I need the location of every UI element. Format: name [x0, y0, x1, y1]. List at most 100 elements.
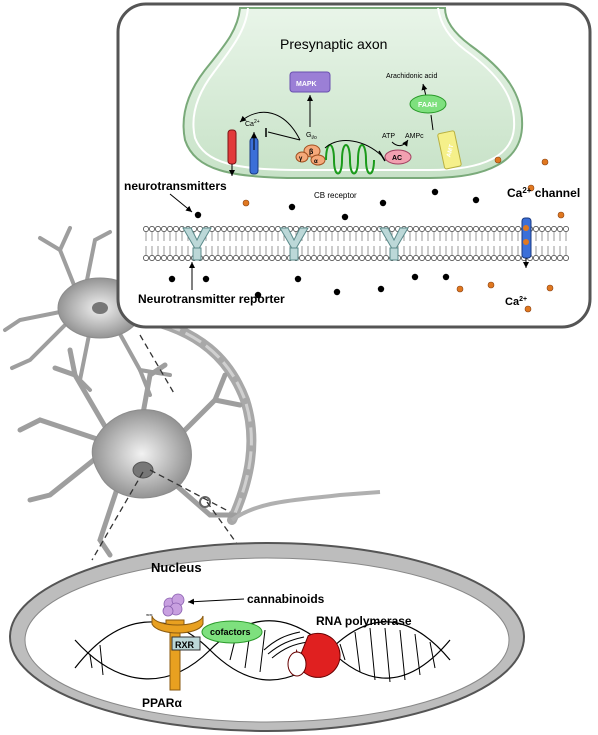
lipid-head — [245, 255, 251, 261]
lipid-head — [341, 255, 347, 261]
lipid-head — [215, 255, 221, 261]
lipid-head — [503, 226, 509, 232]
ac-enzyme — [384, 149, 412, 165]
cb-receptor-label: CB receptor — [314, 191, 357, 200]
faah-label: FAAH — [418, 102, 437, 109]
ca-intracellular-label: Ca2+ — [245, 119, 260, 128]
lipid-head — [497, 255, 503, 261]
lipid-head — [479, 226, 485, 232]
dna-base-pair — [259, 629, 266, 673]
amt-transporter — [437, 130, 462, 170]
lipid-head — [539, 226, 545, 232]
dna-base-pair — [99, 644, 104, 676]
lipid-head — [275, 226, 281, 232]
lipid-head — [551, 226, 557, 232]
lipid-head — [299, 255, 305, 261]
lipid-head — [167, 226, 173, 232]
dna-helix — [74, 620, 451, 683]
lipid-head — [311, 255, 317, 261]
rxr-label: RXR — [175, 640, 195, 650]
lipid-head — [467, 255, 473, 261]
lipid-head — [323, 255, 329, 261]
mapk-box — [289, 71, 331, 93]
lipid-head — [509, 255, 515, 261]
gamma-label: γ — [299, 156, 303, 162]
lipid-head — [491, 255, 497, 261]
lipid-head — [233, 226, 239, 232]
lipid-head — [329, 226, 335, 232]
lipid-head — [359, 255, 365, 261]
lipid-head — [257, 255, 263, 261]
lipid-head — [173, 255, 179, 261]
lipid-head — [419, 255, 425, 261]
lipid-head — [317, 255, 323, 261]
lipid-head — [281, 255, 287, 261]
lipid-head — [263, 226, 269, 232]
lipid-head — [479, 255, 485, 261]
channel-red — [227, 129, 237, 176]
lipid-head — [461, 255, 467, 261]
cannabinoid-molecule — [162, 593, 185, 617]
lipid-head — [227, 255, 233, 261]
lipid-head — [383, 255, 389, 261]
lipid-head — [155, 226, 161, 232]
g-protein-label: Gi/o — [306, 132, 317, 141]
ampc-label: AMPc — [405, 133, 424, 140]
lipid-head — [167, 255, 173, 261]
lipid-head — [407, 226, 413, 232]
dna-base-pair — [399, 629, 406, 681]
lipid-head — [449, 255, 455, 261]
neuron-illustration — [3, 226, 381, 558]
lipid-head — [557, 255, 563, 261]
lipid-head — [317, 226, 323, 232]
dna-base-pair — [369, 627, 376, 681]
lipid-head — [419, 226, 425, 232]
dna-base-pair — [384, 627, 391, 683]
lipid-head — [371, 226, 377, 232]
lipid-head — [341, 226, 347, 232]
lipid-head — [233, 255, 239, 261]
mapk-label: MAPK — [296, 81, 317, 88]
lipid-head — [401, 255, 407, 261]
lipid-head — [239, 226, 245, 232]
lipid-head — [185, 255, 191, 261]
lipid-head — [173, 226, 179, 232]
lipid-head — [221, 226, 227, 232]
lipid-head — [551, 255, 557, 261]
lipid-head — [425, 226, 431, 232]
lipid-head — [437, 255, 443, 261]
lipid-head — [227, 226, 233, 232]
cannabinoids-label: cannabinoids — [247, 592, 325, 606]
upper-neuron-nucleus — [92, 302, 108, 314]
lipid-head — [353, 226, 359, 232]
neurotransmitters-label: neurotransmitters — [124, 179, 227, 193]
ppar-alpha-label: PPARα — [142, 696, 182, 710]
lipid-head — [161, 255, 167, 261]
lipid-head — [515, 226, 521, 232]
lipid-head — [443, 226, 449, 232]
lipid-head — [407, 255, 413, 261]
lipid-head — [371, 255, 377, 261]
lipid-head — [563, 226, 569, 232]
faah-enzyme — [409, 94, 447, 114]
cofactors-blob — [201, 620, 263, 644]
lipid-head — [155, 255, 161, 261]
lipid-head — [215, 226, 221, 232]
lipid-head — [449, 226, 455, 232]
lipid-head — [209, 255, 215, 261]
nucleus-title: Nucleus — [151, 560, 202, 575]
lipid-head — [203, 255, 209, 261]
cb-receptor-coil — [325, 144, 375, 175]
lipid-head — [149, 226, 155, 232]
lipid-head — [305, 255, 311, 261]
lower-neuron-nucleus — [132, 461, 154, 479]
lipid-head — [335, 255, 341, 261]
rna-polymerase-label: RNA polymerase — [316, 614, 412, 628]
lipid-head — [257, 226, 263, 232]
lower-neuron-dendrites — [17, 347, 243, 558]
channel-blue — [249, 132, 259, 175]
dna-base-pair — [339, 643, 346, 661]
presynaptic-panel: Presynaptic axon MAPK Arachidonic acid F… — [116, 2, 592, 329]
lipid-head — [545, 255, 551, 261]
presynaptic-title: Presynaptic axon — [280, 36, 387, 52]
